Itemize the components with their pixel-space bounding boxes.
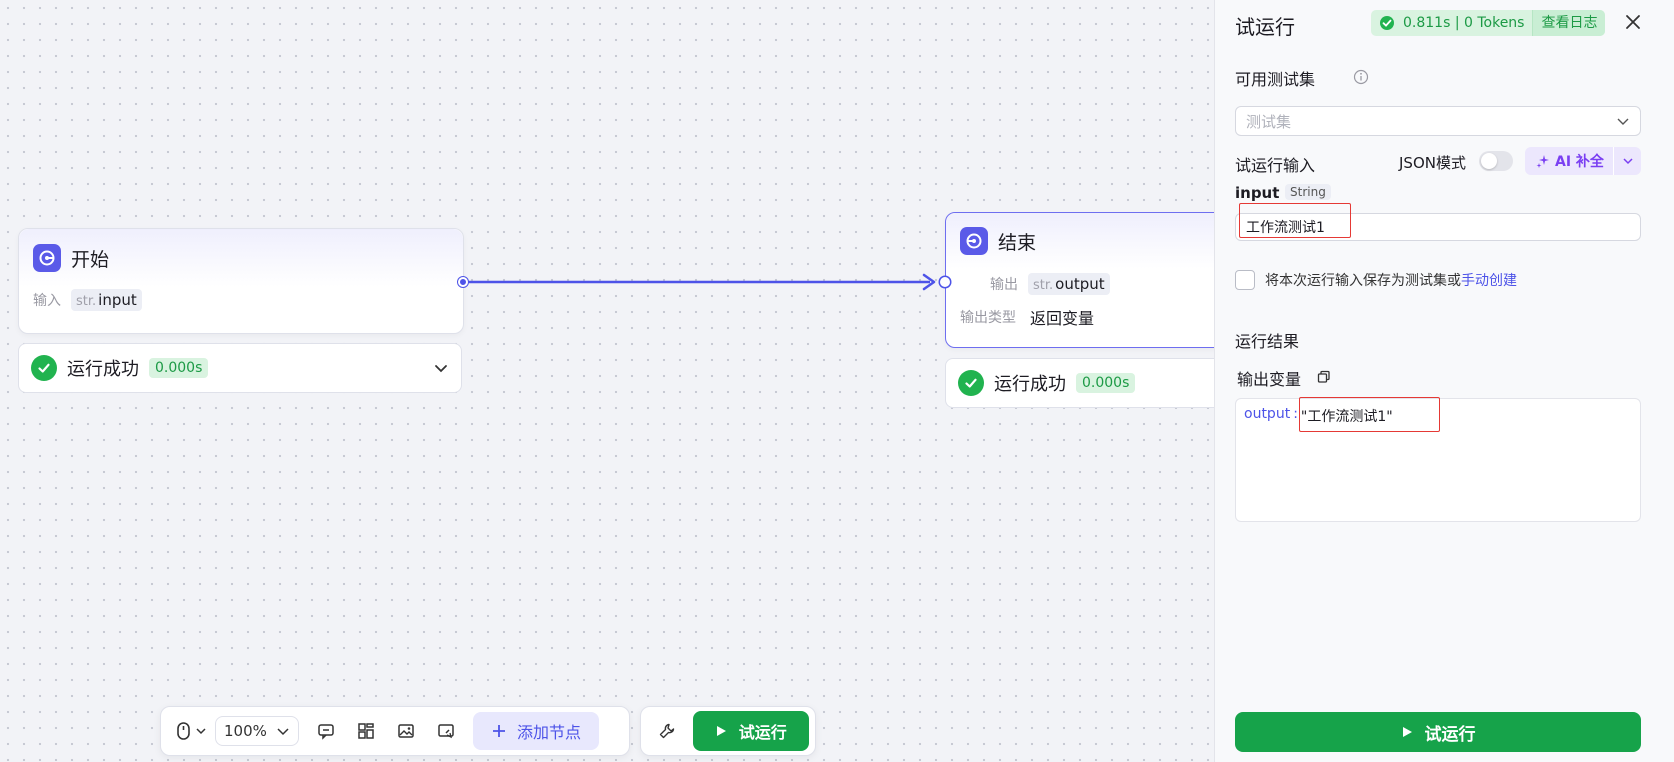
output-type-value: 返回变量 [1030, 309, 1095, 328]
plus-icon [493, 725, 505, 737]
chevron-down-icon [1617, 118, 1629, 125]
manual-create-link[interactable]: 手动创建 [1461, 273, 1517, 289]
output-type-label: 输出类型 [960, 310, 1016, 326]
output-label: 输出 [990, 277, 1018, 293]
run-stats-badge: 0.811s | 0 Tokens 查看日志 [1371, 10, 1606, 36]
input-value-field[interactable]: 工作流测试1 [1235, 213, 1641, 241]
add-node-button[interactable]: 添加节点 [473, 712, 600, 750]
panel-run-button[interactable]: 试运行 [1235, 712, 1641, 752]
time-badge: 0.000s [149, 358, 209, 378]
ai-fill-dropdown[interactable] [1613, 147, 1641, 175]
check-circle-icon [958, 370, 984, 396]
ai-fill-button[interactable]: AI 补全 [1525, 147, 1641, 175]
end-input-port[interactable] [940, 277, 950, 287]
save-testset-text: 将本次运行输入保存为测试集或 [1265, 273, 1461, 289]
test-run-panel: 试运行 0.811s | 0 Tokens 查看日志 可用测试集 测试集 试运行… [1214, 0, 1674, 762]
chevron-down-icon [1622, 158, 1633, 165]
output-variable-tag: str. output [1028, 273, 1110, 295]
start-node-title: 开始 [71, 248, 110, 271]
result-label: 运行结果 [1235, 332, 1300, 351]
close-icon[interactable] [1623, 12, 1643, 36]
highlight-box-output [1299, 397, 1440, 432]
status-text: 运行成功 [994, 374, 1066, 395]
panel-title: 试运行 [1235, 15, 1295, 39]
chevron-down-icon[interactable] [433, 360, 449, 380]
start-node-icon [33, 244, 61, 272]
output-result-box[interactable]: output : "工作流测试1" [1235, 398, 1641, 522]
run-input-label: 试运行输入 [1235, 156, 1316, 175]
end-node[interactable]: 结束 输出 str. output 输出类型 返回变量 [940, 212, 1235, 348]
input-field-type: String [1285, 184, 1331, 200]
save-testset-row: 将本次运行输入保存为测试集或 手动创建 [1235, 270, 1517, 290]
view-log-link[interactable]: 查看日志 [1532, 10, 1606, 36]
copy-icon[interactable] [1317, 369, 1331, 388]
testset-select[interactable]: 测试集 [1235, 106, 1641, 136]
mouse-icon[interactable] [169, 714, 215, 748]
json-mode-toggle[interactable] [1479, 151, 1513, 171]
run-stats-text: 0.811s | 0 Tokens [1403, 15, 1525, 31]
highlight-box-input [1239, 203, 1351, 238]
status-text: 运行成功 [67, 359, 139, 380]
check-circle-icon [1379, 15, 1395, 31]
end-node-title: 结束 [998, 231, 1037, 254]
save-testset-checkbox[interactable] [1235, 270, 1255, 290]
start-node[interactable]: 开始 输入 str. input [18, 228, 468, 334]
export-icon[interactable] [429, 714, 463, 748]
chevron-down-icon [277, 728, 289, 736]
input-label: 输入 [33, 293, 61, 309]
wrench-icon[interactable] [647, 714, 687, 748]
edge-start-to-end[interactable] [0, 0, 1000, 400]
end-node-icon [960, 227, 988, 255]
output-sep: : [1293, 406, 1298, 422]
json-mode-label: JSON模式 [1399, 154, 1466, 172]
info-icon[interactable] [1353, 69, 1369, 89]
zoom-select[interactable]: 100% [215, 716, 299, 746]
time-badge: 0.000s [1076, 373, 1136, 393]
canvas-toolbar: 100% 添加节点 [160, 706, 630, 756]
toolbar-run-button[interactable]: 试运行 [692, 711, 809, 751]
testset-label: 可用测试集 [1235, 70, 1316, 89]
output-key: output [1244, 406, 1291, 422]
output-value: "工作流测试1" [1300, 409, 1393, 425]
start-run-status[interactable]: 运行成功 0.000s [18, 343, 462, 393]
input-variable-tag: str. input [71, 289, 142, 311]
run-toolbar: 试运行 [640, 706, 816, 756]
start-output-port[interactable] [458, 277, 468, 287]
play-icon [716, 726, 726, 736]
play-icon [1402, 727, 1412, 737]
image-icon[interactable] [389, 714, 423, 748]
comment-icon[interactable] [309, 714, 343, 748]
grid-icon[interactable] [349, 714, 383, 748]
input-field-name: input [1235, 184, 1280, 202]
output-vars-label: 输出变量 [1237, 370, 1302, 389]
sparkle-icon [1536, 155, 1549, 168]
end-run-status[interactable]: 运行成功 0.000s [945, 358, 1235, 408]
check-circle-icon [31, 355, 57, 381]
